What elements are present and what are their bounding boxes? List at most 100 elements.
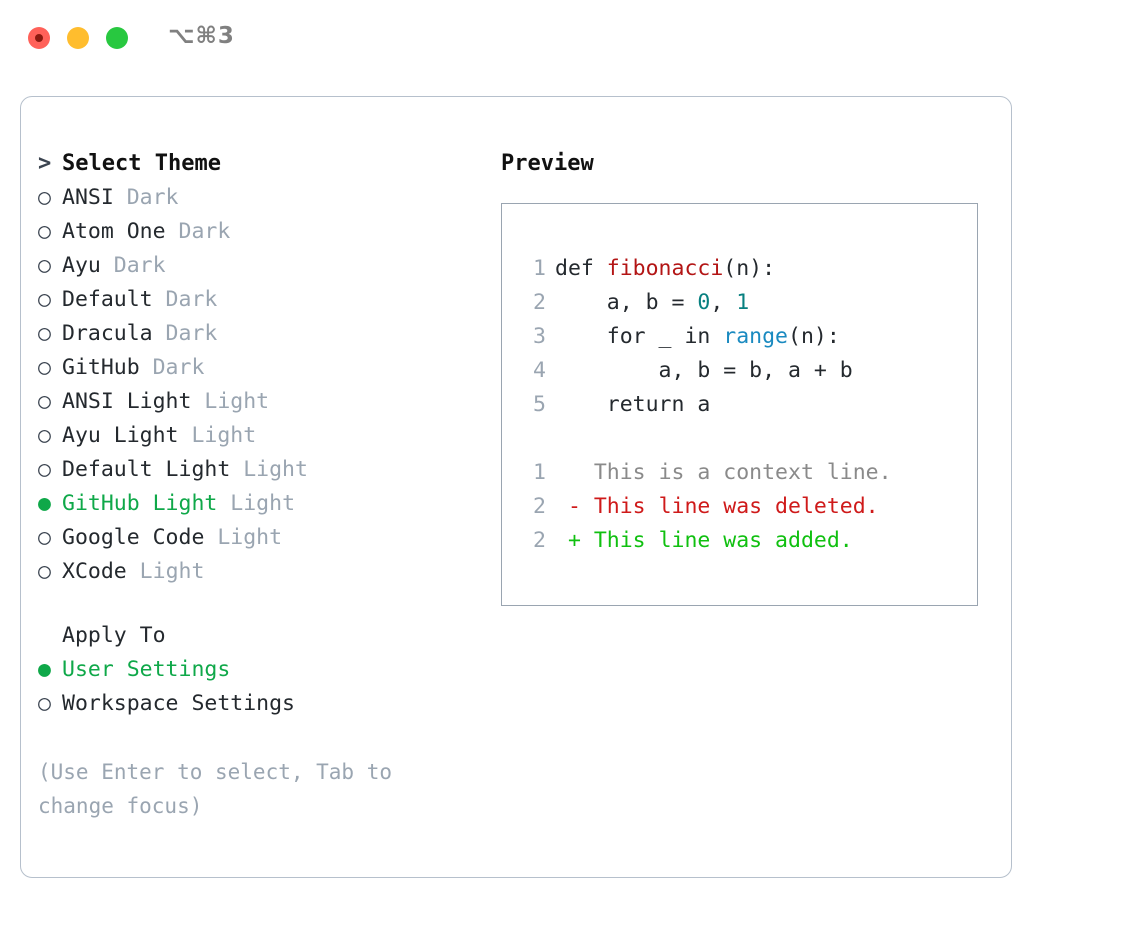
theme-list-item[interactable]: ○ ANSI Dark	[38, 181, 488, 215]
diff-line: 2 - This line was deleted.	[520, 490, 977, 524]
theme-list-item[interactable]: ○ Dracula Dark	[38, 317, 488, 351]
radio-unselected-icon[interactable]: ○	[38, 457, 51, 482]
diff-line: 2 + This line was added.	[520, 524, 977, 558]
theme-name-label: ANSI	[62, 185, 114, 210]
close-window-button[interactable]	[28, 27, 50, 49]
diff-line: 1 This is a context line.	[520, 456, 977, 490]
theme-list-item[interactable]: ○Default Dark	[38, 283, 488, 317]
theme-category-label: Light	[126, 559, 205, 584]
line-number: 2	[533, 290, 546, 315]
keyboard-hint-text: (Use Enter to select, Tab to change focu…	[38, 760, 393, 818]
diff-line-number: 2	[533, 528, 546, 553]
diff-sign	[555, 460, 594, 485]
apply-to-options[interactable]: ● User Settings ○ Workspace Settings	[38, 653, 488, 721]
maximize-window-button[interactable]	[106, 27, 128, 49]
code-token-number: 1	[736, 290, 750, 315]
theme-name-label: Ayu	[62, 253, 101, 278]
theme-name-label: XCode	[62, 559, 127, 584]
radio-unselected-icon[interactable]: ○	[38, 287, 51, 312]
theme-category-label: Light	[217, 491, 296, 516]
apply-to-heading: ○Apply To	[38, 619, 488, 653]
line-number: 1	[533, 256, 546, 281]
theme-picker-column: >Select Theme ○ANSI Dark○Atom One Dark○A…	[38, 147, 488, 823]
code-line: 2 a, b = 0, 1	[520, 286, 977, 320]
preview-heading: Preview	[501, 151, 594, 176]
select-theme-heading: > Select Theme	[38, 147, 488, 181]
radio-selected-icon[interactable]: ●	[38, 657, 51, 682]
radio-unselected-icon[interactable]: ○	[38, 691, 51, 716]
theme-category-label: Dark	[152, 321, 218, 346]
theme-name-label: GitHub Light	[62, 491, 218, 516]
code-token-plain: for _ in	[555, 324, 724, 349]
diff-sign: -	[555, 494, 594, 519]
theme-name-label: Atom One	[62, 219, 166, 244]
cursor-icon: >	[38, 151, 52, 176]
diff-text: This is a context line.	[593, 460, 892, 485]
diff-line-number: 1	[533, 460, 546, 485]
line-number: 4	[533, 358, 546, 383]
code-token-plain: (n):	[723, 256, 776, 281]
diff-text: This line was added.	[593, 528, 853, 553]
theme-list-item[interactable]: ○ GitHub Dark	[38, 351, 488, 385]
theme-category-label: Light	[204, 525, 283, 550]
spacer-icon: ○	[38, 619, 62, 653]
theme-name-label: Google Code	[62, 525, 205, 550]
theme-list-item[interactable]: ○ Ayu Dark	[38, 249, 488, 283]
diff-sign: +	[555, 528, 594, 553]
theme-category-label: Dark	[113, 185, 179, 210]
code-token-plain: ,	[710, 290, 737, 315]
radio-unselected-icon[interactable]: ○	[38, 321, 51, 346]
code-token-number: 0	[697, 290, 711, 315]
theme-name-label: Ayu Light	[62, 423, 179, 448]
keyboard-shortcut-label: ⌥⌘3	[168, 23, 235, 49]
theme-list-item[interactable]: ○ Google Code Light	[38, 521, 488, 555]
radio-unselected-icon[interactable]: ○	[38, 423, 51, 448]
apply-to-option[interactable]: ● User Settings	[38, 653, 488, 687]
line-number: 5	[533, 392, 546, 417]
theme-list-item[interactable]: ○ Atom One Dark	[38, 215, 488, 249]
code-line: 3 for _ in range(n):	[520, 320, 977, 354]
apply-to-heading-label: Apply To	[62, 623, 166, 648]
theme-category-label: Dark	[100, 253, 166, 278]
theme-name-label: Default	[62, 287, 153, 312]
radio-unselected-icon[interactable]: ○	[38, 525, 51, 550]
theme-category-label: Light	[178, 423, 257, 448]
theme-category-label: Light	[230, 457, 308, 482]
radio-unselected-icon[interactable]: ○	[38, 389, 51, 414]
theme-name-label: ANSI Light	[62, 389, 192, 414]
code-line: 5 return a	[520, 388, 977, 422]
theme-list[interactable]: ○ANSI Dark○Atom One Dark○Ayu Dark○Defaul…	[38, 181, 488, 589]
code-token-plain: def	[555, 256, 607, 281]
theme-name-label: GitHub	[62, 355, 140, 380]
apply-to-option[interactable]: ○ Workspace Settings	[38, 687, 488, 721]
theme-list-item[interactable]: ○ ANSI Light Light	[38, 385, 488, 419]
theme-category-label: Dark	[165, 219, 231, 244]
theme-list-item[interactable]: ○Default Light Light	[38, 453, 488, 487]
code-token-plain: a, b =	[555, 290, 698, 315]
radio-unselected-icon[interactable]: ○	[38, 219, 51, 244]
minimize-window-button[interactable]	[67, 27, 89, 49]
theme-name-label: Dracula	[62, 321, 153, 346]
main-panel: >Select Theme ○ANSI Dark○Atom One Dark○A…	[20, 96, 1012, 878]
code-token-plain: a, b = b, a + b	[555, 358, 853, 383]
radio-unselected-icon[interactable]: ○	[38, 559, 51, 584]
diff-text: This line was deleted.	[593, 494, 879, 519]
apply-to-option-label: User Settings	[62, 657, 231, 682]
radio-unselected-icon[interactable]: ○	[38, 253, 51, 278]
select-theme-heading-label: Select Theme	[62, 151, 221, 176]
theme-category-label: Light	[191, 389, 270, 414]
theme-list-item[interactable]: ● GitHub Light Light	[38, 487, 488, 521]
theme-list-item[interactable]: ○ Ayu Light Light	[38, 419, 488, 453]
title-bar: ⌥⌘3	[0, 0, 1140, 78]
apply-to-option-label: Workspace Settings	[62, 691, 295, 716]
theme-list-item[interactable]: ○ XCode Light	[38, 555, 488, 589]
code-line: 4 a, b = b, a + b	[520, 354, 977, 388]
radio-selected-icon[interactable]: ●	[38, 491, 51, 516]
diff-line-number: 2	[533, 494, 546, 519]
theme-category-label: Dark	[139, 355, 205, 380]
radio-unselected-icon[interactable]: ○	[38, 185, 51, 210]
radio-unselected-icon[interactable]: ○	[38, 355, 51, 380]
